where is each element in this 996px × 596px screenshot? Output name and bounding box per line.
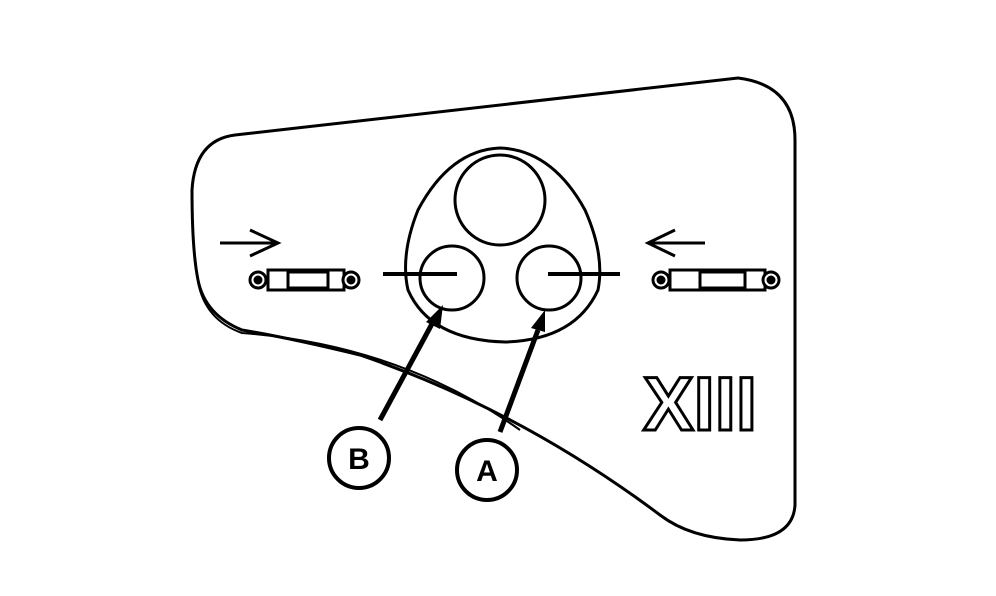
callout-a-label: A [476, 455, 498, 488]
callout-a: A [455, 438, 519, 502]
arrow-right-icon [220, 228, 282, 258]
leader-a [497, 310, 545, 433]
callout-b-label: B [348, 443, 370, 476]
link-rod-icon [248, 268, 361, 292]
port-b [418, 244, 486, 312]
panel-inner-contour [197, 281, 521, 431]
arrow-left-icon [644, 228, 705, 258]
upper-port [453, 153, 547, 247]
link-rod-icon [651, 268, 781, 292]
callout-b: B [327, 426, 391, 490]
panel-marking: XIII [643, 362, 757, 447]
leader-b [377, 305, 443, 422]
port-a [515, 244, 583, 312]
